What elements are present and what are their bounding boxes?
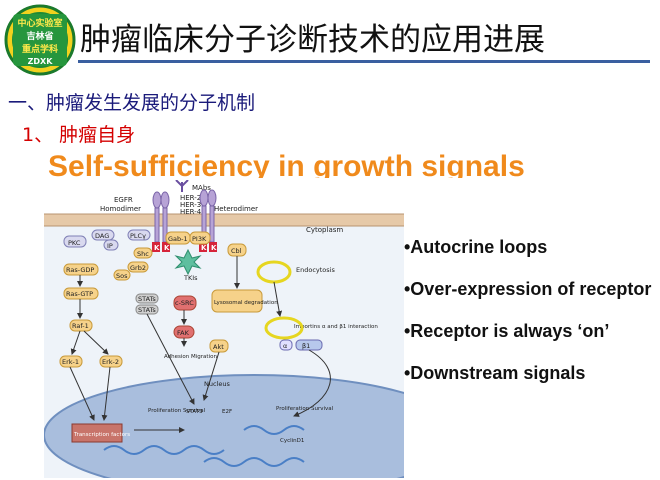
section-subtitle: 一、肿瘤发生发展的分子机制 [8,92,256,114]
title-divider [78,60,650,63]
node-sos: Sos [116,272,128,280]
dna-helix-3 [243,425,305,435]
node-stat-1: STATs [138,295,156,303]
svg-text:K: K [154,244,160,252]
tki-symbol [174,248,202,276]
label-adhesion: Adhesion Migration [164,354,217,360]
label-lysosomal: Lysosomal degradation [214,300,278,306]
label-mabs: MAbs [192,184,211,192]
logo-line-4: ZDXK [28,57,54,66]
label-nucleus: Nucleus [204,380,230,388]
node-fak: FAK [177,329,190,337]
dna-helix-1 [103,445,225,455]
section-heading: Self-sufficiency in growth signals [48,150,525,178]
label-endocytosis: Endocytosis [296,266,335,274]
svg-text:K: K [164,244,170,252]
label-cytoplasm: Cytoplasm [306,226,343,234]
label-her3: HER-3 [180,201,201,209]
label-importins: Importins α and β1 interaction [294,324,378,330]
svg-text:K: K [211,244,217,252]
node-stat-2: STATs [138,306,156,314]
egfr-signalling-diagram: MAbs EGFR Homodimer HER-2 HER-3 HER-4 He… [44,180,404,478]
node-plcg: PLCγ [130,232,146,240]
kinase-domains: K K K K [152,242,217,252]
logo-line-2: 吉林省 [26,30,53,42]
logo-line-1: 中心实验室 [17,17,62,29]
label-homodimer: Homodimer [100,205,141,213]
node-erk2: Erk-2 [102,358,119,366]
bullet-list: •Autocrine loops •Over-expression of rec… [404,234,656,402]
logo-line-3: 重点学科 [22,43,58,55]
item-label: 1、 肿瘤自身 [22,124,136,146]
nucleus [44,374,404,478]
node-erk1: Erk-1 [62,358,79,366]
label-beta: β1 [302,342,310,350]
svg-text:K: K [201,244,207,252]
label-alpha: α [283,342,287,350]
label-cyclind1: CyclinD1 [280,438,304,444]
node-pkc: PKC [68,239,81,247]
bullet-item: •Downstream signals [404,363,586,383]
node-akt: Akt [213,343,224,351]
label-egfr: EGFR [114,196,133,204]
label-stat3: STAT3 [186,409,203,415]
node-pi3k: PI3K [192,235,207,243]
node-ras-gtp: Ras-GTP [66,290,93,298]
slide-title: 肿瘤临床分子诊断技术的应用进展 [80,22,545,58]
node-dag: DAG [95,232,109,240]
node-shc: Shc [137,250,149,258]
label-heterodimer: Heterodimer [214,205,258,213]
node-ras-gdp: Ras-GDP [66,266,94,274]
label-prolif-2: Proliferation Survival [276,406,334,412]
her-receptor-pair [199,189,217,243]
label-prolif-1: Proliferation Survival [148,408,206,414]
node-cbl: Cbl [231,247,242,255]
bullet-item: •Over-expression of receptor [404,279,652,299]
dna-helix-2 [203,457,305,467]
node-transcription-factors: Transcription factors [73,432,130,438]
label-her2: HER-2 [180,194,201,202]
node-raf: Raf-1 [72,322,89,330]
node-gab1: Gab-1 [168,235,188,243]
mabs-antibody: MAbs [175,180,211,192]
node-ip3: IP [107,242,113,250]
bullet-item: •Autocrine loops [404,237,548,257]
label-tkis: TKIs [183,274,198,282]
label-e2f: E2F [222,409,232,415]
bullet-item: •Receptor is always ‘on’ [404,321,610,341]
cell-membrane [44,214,404,226]
importin-vesicle [264,316,304,340]
lab-logo: 中心实验室 吉林省 重点学科 ZDXK [4,4,76,76]
label-her4: HER-4 [180,208,202,216]
node-src: c-SRC [175,299,194,307]
pathway-arrows [69,256,331,433]
node-grb2: Grb2 [130,264,146,272]
